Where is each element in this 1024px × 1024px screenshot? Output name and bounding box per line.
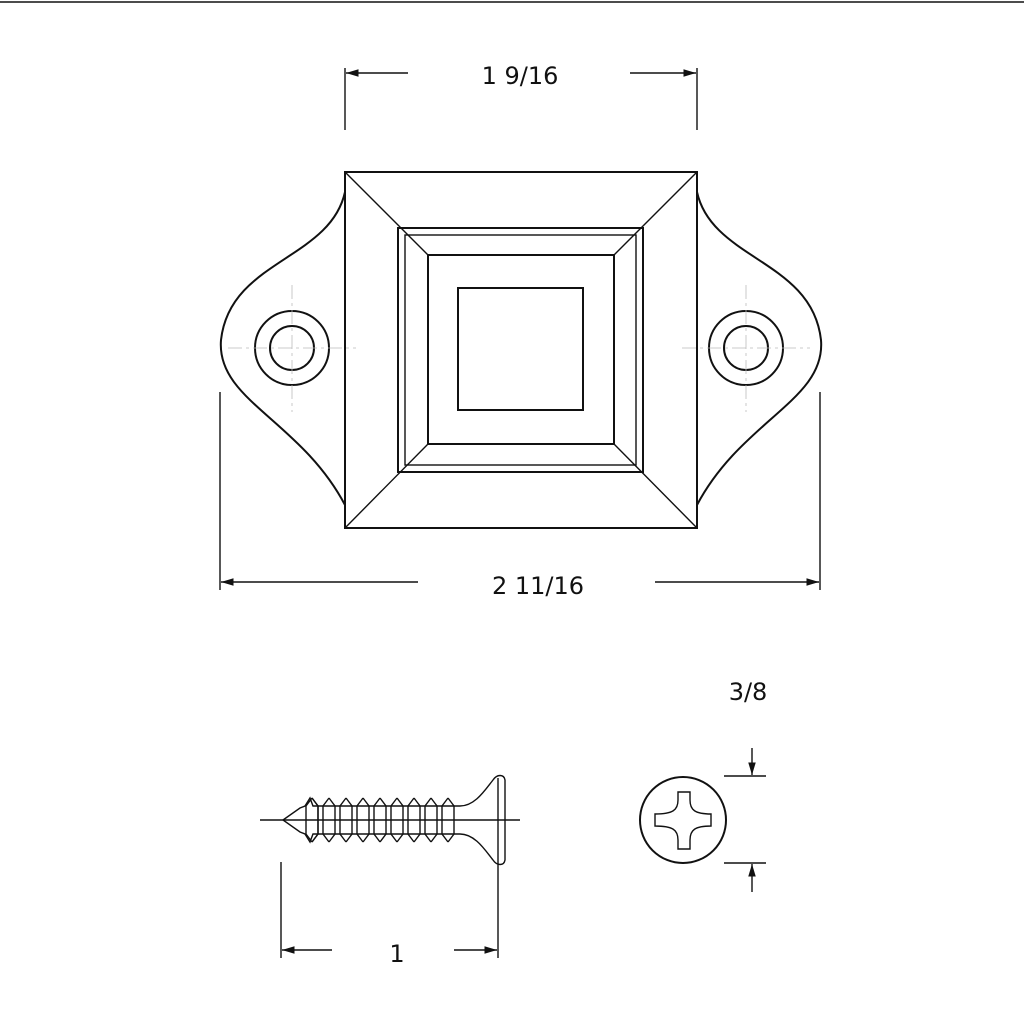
center-opening — [457, 287, 584, 411]
right-ear — [696, 191, 823, 506]
phillips-cross-icon — [654, 791, 712, 850]
dimension-head-diameter: 3/8 — [724, 678, 767, 892]
screw-side-view — [260, 774, 520, 866]
dimension-top: 1 9/16 — [344, 62, 698, 130]
inner-frame — [427, 254, 615, 445]
dimension-label-bottom: 2 11/16 — [492, 572, 584, 600]
dimension-bottom: 2 11/16 — [219, 392, 821, 600]
dimension-label-top: 1 9/16 — [482, 62, 559, 90]
dimension-label-screw-length: 1 — [389, 940, 404, 968]
right-screw-hole — [682, 285, 810, 412]
left-screw-hole — [228, 285, 356, 412]
screw-head-view — [639, 776, 727, 864]
strike-plate — [219, 171, 823, 529]
bevel-frame — [397, 227, 644, 473]
dimension-screw-length: 1 — [280, 862, 499, 968]
outer-frame — [344, 171, 698, 529]
left-ear — [219, 191, 346, 506]
dimension-label-head-diameter: 3/8 — [729, 678, 768, 706]
